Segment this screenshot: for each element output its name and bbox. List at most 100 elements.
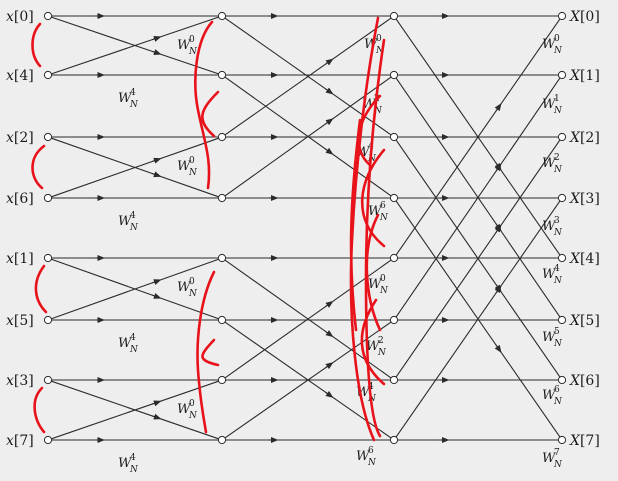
edge-stage1-cross-3-to-2-arrow — [152, 157, 162, 164]
handwritten-red-annotations — [31, 16, 386, 442]
twiddle-factor-labels: WN0WN4WN0WN4WN0WN4WN0WN4WN0WN2WN4WN6WN0W… — [118, 34, 563, 475]
node-c0-r3 — [43, 193, 53, 203]
svg-text:N: N — [553, 46, 563, 56]
twiddle-factor: WN4 — [118, 211, 139, 233]
input-label: x[2] — [6, 130, 34, 146]
svg-text:N: N — [553, 460, 563, 470]
svg-text:N: N — [367, 154, 377, 164]
edge-stage2-cross-3-to-1-arrow — [325, 118, 334, 126]
svg-text:2: 2 — [554, 153, 560, 163]
svg-text:0: 0 — [189, 399, 195, 409]
svg-text:3: 3 — [554, 216, 560, 226]
twiddle-factor: WN1 — [542, 94, 563, 116]
node-c0-r6 — [43, 375, 53, 385]
svg-text:4: 4 — [130, 88, 136, 98]
signal-flow-nodes — [43, 11, 567, 445]
output-label: X[6] — [569, 373, 600, 389]
edge-stage2-cross-7-to-5-arrow — [325, 362, 334, 370]
svg-text:W: W — [118, 91, 133, 106]
svg-text:W: W — [542, 330, 557, 345]
node-c2-r3 — [389, 193, 399, 203]
twiddle-factor: WN6 — [368, 201, 389, 223]
edge-stage1-cross-7-to-6-arrow — [152, 400, 162, 407]
svg-text:N: N — [188, 289, 198, 299]
node-c2-r2 — [389, 132, 399, 142]
node-c1-r3 — [217, 193, 227, 203]
twiddle-factor: WN6 — [356, 446, 377, 468]
output-label: X[1] — [569, 68, 600, 84]
red-annotation-stroke — [194, 20, 214, 190]
red-annotation-stroke — [201, 338, 220, 367]
svg-text:N: N — [379, 213, 389, 223]
svg-text:W: W — [368, 277, 383, 292]
node-c0-r0 — [43, 11, 53, 21]
node-c2-r1 — [389, 70, 399, 80]
node-c1-r0 — [217, 11, 227, 21]
node-c1-r7 — [217, 435, 227, 445]
node-c2-r7 — [389, 435, 399, 445]
input-label: x[0] — [6, 9, 34, 25]
edge-stage1-cross-4-to-5 — [51, 258, 219, 320]
svg-text:W: W — [177, 280, 192, 295]
edge-stage1-cross-6-to-7 — [51, 380, 219, 440]
edge-stage1-cross-0-to-1 — [51, 16, 219, 75]
svg-text:W: W — [118, 214, 133, 229]
twiddle-factor: WN 5 — [542, 327, 563, 349]
red-annotation-stroke — [31, 144, 46, 190]
edge-stage2-cross-4-to-6 — [224, 259, 392, 379]
svg-text:N: N — [129, 100, 139, 110]
svg-text:N: N — [188, 411, 198, 421]
node-c1-r5 — [217, 315, 227, 325]
edge-stage3-cross-0-to-4 — [395, 18, 561, 256]
twiddle-factor: WN4 — [118, 333, 139, 355]
svg-text:W: W — [542, 451, 557, 466]
edge-stage1-cross-2-to-3 — [51, 137, 219, 198]
edge-stage1-cross-5-to-4-arrow — [152, 279, 162, 286]
edge-stage1-cross-1-to-0-arrow — [152, 36, 162, 42]
edge-stage3-cross-1-to-5 — [395, 77, 561, 318]
edge-stage1-cross-4-to-5-arrow — [152, 292, 162, 299]
edge-stage3-cross-3-to-7 — [395, 200, 561, 438]
twiddle-factor: WN2 — [366, 336, 387, 358]
svg-text:N: N — [129, 223, 139, 233]
svg-text:W: W — [542, 37, 557, 52]
svg-text:N: N — [377, 348, 387, 358]
svg-text:N: N — [553, 165, 563, 175]
svg-text:N: N — [129, 345, 139, 355]
svg-text:N: N — [373, 106, 383, 116]
input-label: x[6] — [6, 191, 34, 207]
svg-text:4: 4 — [554, 264, 560, 274]
twiddle-factor: WN0 — [177, 35, 198, 57]
node-c1-r2 — [217, 132, 227, 142]
svg-text:W: W — [177, 402, 192, 417]
svg-text:5: 5 — [554, 327, 560, 337]
svg-text:N: N — [375, 46, 385, 56]
edge-stage1-cross-0-to-1-arrow — [152, 49, 162, 55]
svg-text:6: 6 — [380, 201, 386, 211]
svg-text:4: 4 — [368, 382, 374, 392]
svg-text:N: N — [553, 339, 563, 349]
node-c3-r2 — [557, 132, 567, 142]
edge-stage1-cross-2-to-3-arrow — [152, 171, 162, 178]
svg-text:0: 0 — [554, 34, 560, 44]
svg-text:W: W — [542, 156, 557, 171]
svg-text:W: W — [356, 449, 371, 464]
output-label: X[0] — [569, 9, 600, 25]
svg-text:W: W — [118, 456, 133, 471]
output-labels: X[0]X[1]X[2]X[3]X[4]X[5]X[6]X[7] — [569, 9, 600, 449]
node-c3-r5 — [557, 315, 567, 325]
edge-stage2-cross-0-to-2-arrow — [325, 87, 334, 95]
node-c0-r1 — [43, 70, 53, 80]
edge-stage3-cross-3-to-7-arrow — [494, 344, 502, 353]
twiddle-factor: WN0 — [364, 34, 385, 56]
svg-text:7: 7 — [554, 448, 560, 458]
output-label: X[4] — [569, 251, 600, 267]
svg-text:6: 6 — [368, 446, 374, 456]
input-label: x[1] — [6, 251, 34, 267]
edge-stage3-cross-0-to-4-arrow — [494, 162, 502, 171]
edge-stage2-cross-4-to-6-arrow — [325, 330, 334, 338]
svg-text:N: N — [129, 465, 139, 475]
svg-text:W: W — [366, 339, 381, 354]
red-annotation-stroke — [365, 213, 382, 332]
